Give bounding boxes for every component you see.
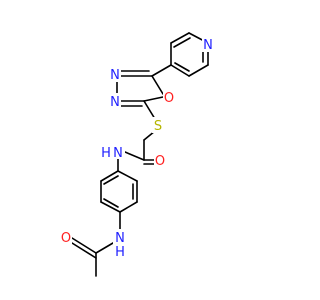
oxadiazole-n3-atom: N	[109, 66, 121, 83]
bond-c2-s	[143, 100, 156, 120]
amide-oxygen-label: O	[155, 154, 165, 169]
oxadiazole-n4-atom: N	[109, 93, 121, 110]
sulfur-label: S	[154, 119, 162, 134]
bond-pyr-oxa	[151, 64, 172, 77]
amide-nitrogen-label: N	[113, 146, 123, 161]
bond-co-nh	[124, 151, 145, 161]
bond-nh-co	[95, 242, 114, 254]
oxadiazole-oxygen-atom: O	[163, 89, 175, 106]
amide-h-label: H	[101, 146, 111, 161]
bond-pyr-4	[188, 64, 209, 77]
bond-ph-6	[100, 170, 119, 182]
atom-labels: N N N O S O H N N H	[60, 36, 214, 260]
oxadiazole-n4-label: N	[110, 95, 120, 110]
bond-co-o2-double	[71, 242, 97, 259]
acetyl-oxygen-atom: O	[60, 229, 72, 246]
oxadiazole-n3-label: N	[110, 68, 120, 83]
pyridine-nitrogen-atom: N	[202, 36, 214, 53]
acetamide-nh-atom: N H	[113, 229, 127, 260]
bond-pyr-1-inner	[173, 37, 191, 48]
amide-oxygen-atom: O	[154, 152, 166, 169]
bond-oxa-o-c5	[151, 75, 164, 95]
pyridine-nitrogen-label: N	[203, 38, 213, 53]
acetamide-h-label: H	[115, 245, 125, 260]
bond-pyr-5	[170, 64, 190, 77]
bond-ph-6-inner	[103, 175, 119, 185]
bond-ph-1	[117, 170, 138, 182]
bond-ph-4-inner	[103, 198, 119, 208]
acetyl-oxygen-label: O	[61, 231, 71, 246]
molecule-canvas: N N N O S O H N N H	[60, 32, 214, 277]
sulfur-atom: S	[152, 117, 164, 134]
bond-co-o2	[71, 237, 97, 254]
bond-pyr-5-inner	[174, 62, 190, 72]
oxadiazole-oxygen-label: O	[164, 91, 174, 106]
bond-ph-3	[119, 201, 138, 213]
molecule-structure: N N N O S O H N N H	[60, 32, 214, 277]
acetamide-nitrogen-label: N	[115, 231, 125, 246]
bonds	[71, 32, 209, 277]
bond-pyr-1	[170, 32, 190, 44]
bond-oxa-c2-o	[143, 96, 164, 102]
bond-ph-4	[100, 201, 121, 213]
amide-nh-atom: H N	[101, 143, 125, 161]
